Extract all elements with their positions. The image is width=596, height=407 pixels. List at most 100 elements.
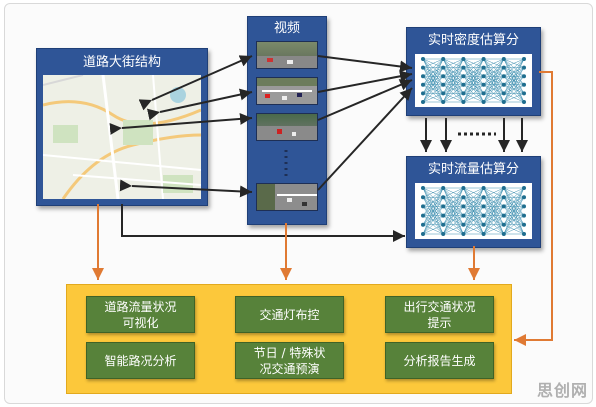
nn-node	[461, 222, 466, 227]
nn-node	[421, 57, 425, 61]
video-thumbnail-2	[256, 77, 318, 105]
nn-node	[441, 222, 446, 227]
nn-node	[441, 213, 446, 218]
flow-title: 实时流量估算分	[427, 162, 519, 177]
nn-node	[421, 195, 425, 200]
nn-node	[522, 74, 526, 79]
nn-node	[522, 91, 526, 96]
neural-network-graphic-1	[415, 54, 532, 107]
nn-node	[441, 204, 446, 209]
nn-node	[441, 186, 446, 190]
nn-node	[501, 195, 506, 200]
nn-node	[522, 232, 526, 236]
nn-node	[481, 204, 486, 209]
density-title: 实时密度估算分	[427, 33, 519, 48]
nn-node	[522, 204, 526, 209]
nn-node	[421, 100, 425, 104]
nn-node	[501, 74, 506, 79]
nn-node	[501, 91, 506, 96]
video-thumbnail-4	[256, 183, 318, 211]
arrow-map-video-3	[109, 112, 253, 135]
nn-node	[421, 232, 425, 236]
nn-node	[461, 82, 466, 87]
nn-node	[522, 213, 526, 218]
nn-node	[421, 186, 425, 190]
video-thumbnail-3	[256, 113, 318, 141]
nn-node	[441, 57, 446, 61]
nn-node	[501, 100, 506, 104]
nn-node	[461, 213, 466, 218]
arrow-video-density-4	[317, 87, 413, 191]
nn-node	[481, 186, 486, 190]
watermark: 思创网	[536, 381, 588, 400]
output-smart-road-analysis: 智能路况分析	[86, 342, 195, 379]
nn-node	[441, 65, 446, 70]
nn-node	[421, 82, 425, 87]
nn-node	[501, 82, 506, 87]
nn-node	[481, 91, 486, 96]
arrow-density-output	[514, 71, 553, 346]
nn-node	[522, 57, 526, 61]
nn-node	[441, 232, 446, 236]
arrow-video-density-1	[317, 55, 413, 73]
nn-node	[441, 82, 446, 87]
nn-node	[461, 195, 466, 200]
nn-node	[461, 91, 466, 96]
nn-node	[501, 222, 506, 227]
nn-node	[461, 186, 466, 190]
nn-node	[441, 100, 446, 104]
nn-node	[501, 204, 506, 209]
nn-node	[501, 213, 506, 218]
nn-node	[522, 195, 526, 200]
output-holiday-traffic-simulation: 节日 / 特殊状 况交通预演	[235, 342, 344, 379]
nn-node	[481, 65, 486, 70]
output-travel-status-tips: 出行交通状况 提示	[385, 296, 494, 333]
nn-node	[481, 213, 486, 218]
nn-node	[461, 65, 466, 70]
video-title: 视频	[273, 21, 300, 36]
nn-node	[461, 57, 466, 61]
arrow-map-flow	[121, 204, 405, 242]
nn-node	[481, 232, 486, 236]
nn-node	[522, 100, 526, 104]
nn-node	[421, 74, 425, 79]
nn-node	[461, 204, 466, 209]
nn-node	[501, 232, 506, 236]
nn-node	[501, 65, 506, 70]
nn-node	[461, 74, 466, 79]
nn-node	[522, 65, 526, 70]
nn-node	[461, 232, 466, 236]
applications-box: 道路流量状况 可视化 交通灯布控 出行交通状况 提示 智能路况分析 节日 / 特…	[66, 284, 512, 394]
nn-node	[461, 100, 466, 104]
nn-node	[421, 222, 425, 227]
video-panel: 视频	[247, 16, 327, 225]
arrow-video-density-3	[317, 79, 413, 121]
nn-node	[481, 57, 486, 61]
nn-node	[481, 82, 486, 87]
nn-node	[522, 82, 526, 87]
nn-node	[481, 100, 486, 104]
arrow-map-video-1	[138, 55, 253, 111]
arrow-video-density-2	[317, 70, 413, 93]
nn-node	[481, 74, 486, 79]
density-estimation-panel: 实时密度估算分	[406, 27, 541, 116]
nn-node	[441, 91, 446, 96]
arrow-map-video-4	[119, 179, 253, 198]
nn-node	[421, 213, 425, 218]
nn-node	[441, 74, 446, 79]
neural-network-graphic-2	[415, 183, 532, 239]
nn-node	[481, 195, 486, 200]
nn-node	[421, 91, 425, 96]
nn-node	[481, 222, 486, 227]
nn-node	[501, 57, 506, 61]
video-thumbnail-1	[256, 41, 318, 69]
nn-node	[421, 65, 425, 70]
arrow-map-video-2	[146, 88, 253, 121]
nn-node	[522, 186, 526, 190]
nn-node	[522, 222, 526, 227]
nn-node	[501, 186, 506, 190]
output-visualization: 道路流量状况 可视化	[86, 296, 195, 333]
output-report-generation: 分析报告生成	[385, 342, 494, 379]
nn-node	[441, 195, 446, 200]
